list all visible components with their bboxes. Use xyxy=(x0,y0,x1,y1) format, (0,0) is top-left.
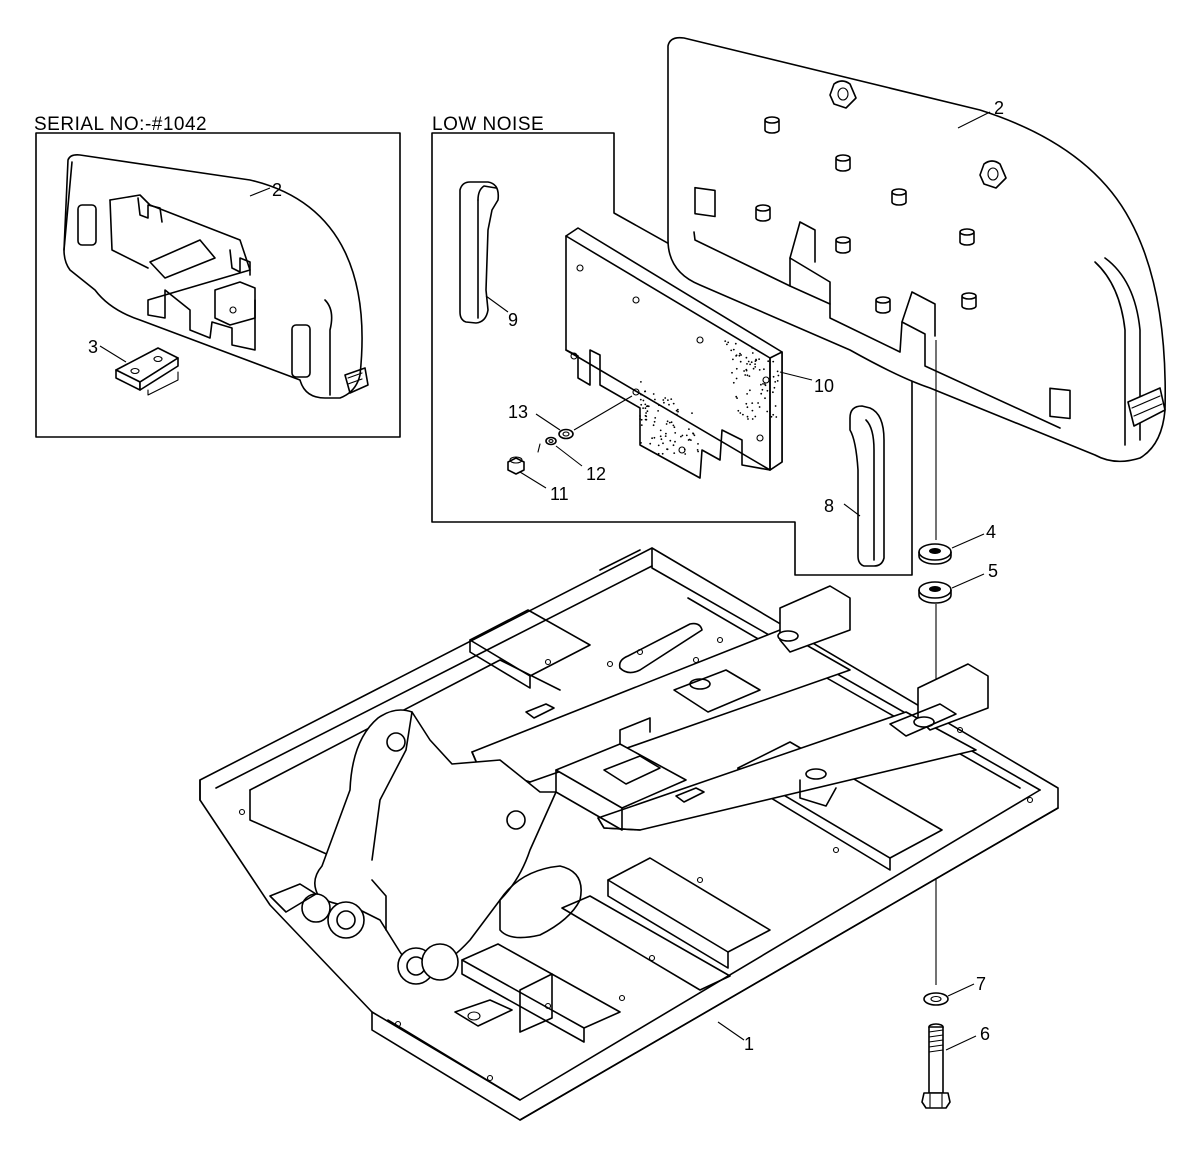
seal-9 xyxy=(459,181,500,324)
callout-12: 12 xyxy=(586,464,606,484)
callout-5: 5 xyxy=(988,561,998,581)
callout-7: 7 xyxy=(976,974,986,994)
inset-plate xyxy=(115,347,179,396)
callout-3: 3 xyxy=(88,337,98,357)
callout-1: 1 xyxy=(744,1034,754,1054)
callout-2-main: 2 xyxy=(994,98,1004,118)
inset-counterweight xyxy=(63,154,369,399)
callout-6: 6 xyxy=(980,1024,990,1044)
callout-10: 10 xyxy=(814,376,834,396)
cover-plate xyxy=(565,227,783,479)
serial-inset-frame xyxy=(35,132,401,438)
washer-4 xyxy=(918,543,952,565)
callout-13: 13 xyxy=(508,402,528,422)
callout-11: 11 xyxy=(550,484,569,504)
washer-7 xyxy=(923,992,949,1006)
callout-2-inset: 2 xyxy=(272,180,282,200)
seal-8 xyxy=(849,405,885,567)
washer-5 xyxy=(918,581,952,604)
main-frame xyxy=(199,547,1059,1121)
low-noise-inset-frame xyxy=(431,132,913,576)
serial-inset: SERIAL NO:-#1042 xyxy=(34,114,401,438)
main-counterweight xyxy=(667,36,1167,463)
callout-8: 8 xyxy=(824,496,834,516)
low-noise-inset-label: LOW NOISE xyxy=(432,114,544,135)
callout-9: 9 xyxy=(508,310,518,330)
bolt-6 xyxy=(921,1023,951,1109)
low-noise-inset: LOW NOISE 9 10 xyxy=(431,114,913,576)
cover-plate-texture xyxy=(639,340,780,455)
callout-4: 4 xyxy=(986,522,996,542)
serial-inset-label: SERIAL NO:-#1042 xyxy=(34,114,207,135)
counterweight-studs xyxy=(755,116,977,314)
fastener-hardware xyxy=(507,395,633,475)
